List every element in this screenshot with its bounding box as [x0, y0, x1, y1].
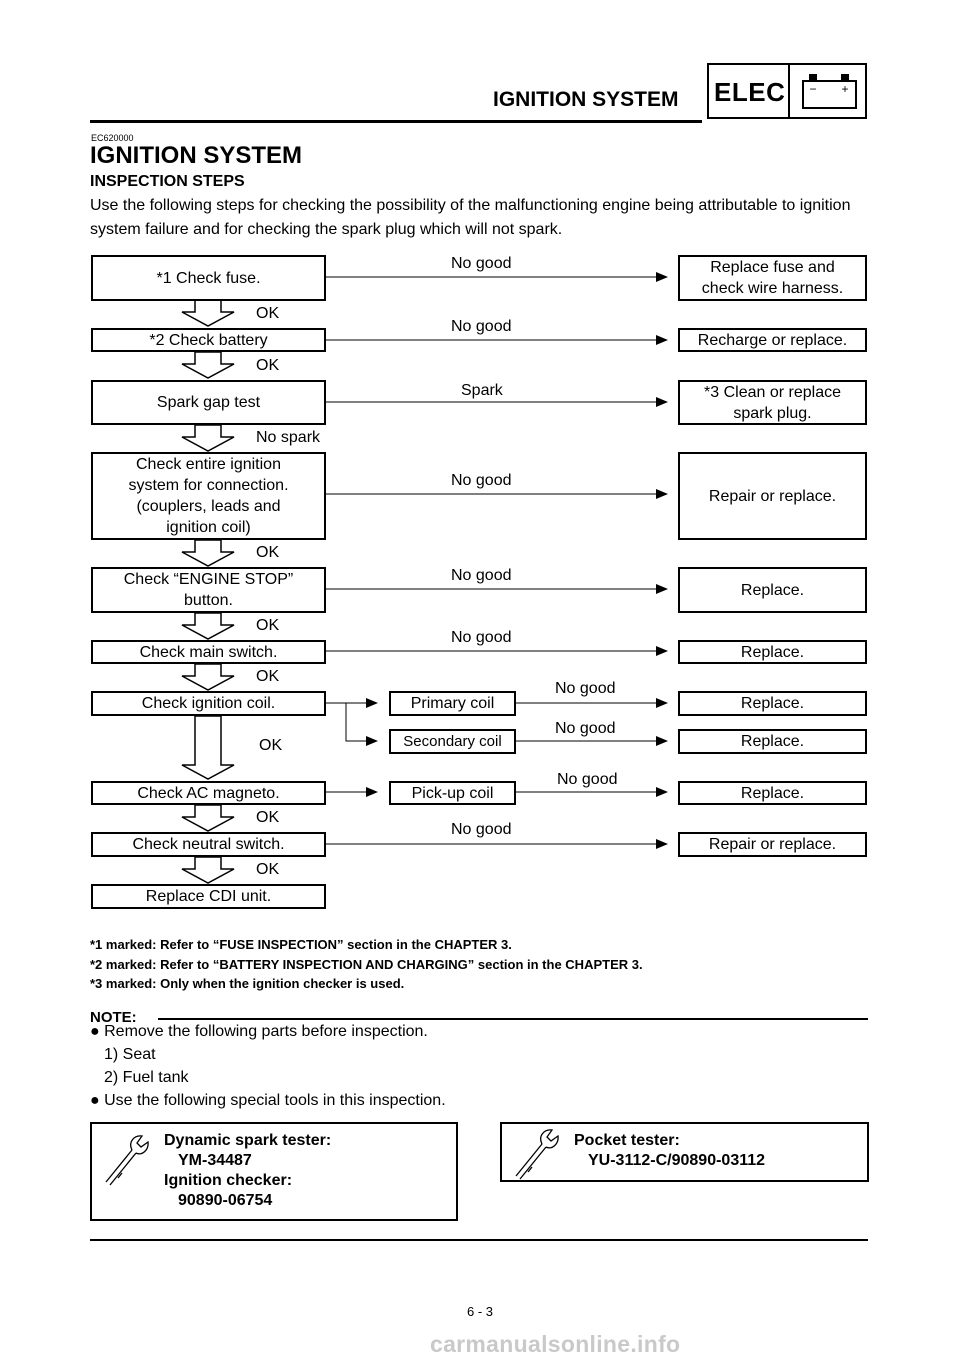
footnote-1: *1 marked: Refer to “FUSE INSPECTION” se… — [90, 937, 512, 952]
mid-secondary-coil: Secondary coil — [389, 729, 516, 754]
elec-label: ELEC — [714, 77, 786, 107]
ok-label: OK — [256, 861, 280, 878]
page-title: IGNITION SYSTEM — [90, 142, 303, 169]
step-check-ac-magneto: Check AC magneto. — [91, 781, 326, 805]
result-clean-spark-plug: *3 Clean or replace spark plug. — [678, 380, 867, 425]
result-repair-connection: Repair or replace. — [678, 452, 867, 540]
result-replace-fuse: Replace fuse and check wire harness. — [678, 255, 867, 301]
note-bullet-1-text: Remove the following parts before inspec… — [104, 1023, 428, 1040]
bullet-icon: ● — [90, 1023, 100, 1040]
intro-paragraph: Use the following steps for checking the… — [90, 197, 851, 238]
watermark: carmanualsonline.info — [430, 1331, 681, 1357]
note-bullet-1: ● Remove the following parts before insp… — [90, 1023, 428, 1041]
result-replace-secondary: Replace. — [678, 729, 867, 754]
result-replace-button: Replace. — [678, 567, 867, 613]
footnote-2: *2 marked: Refer to “BATTERY INSPECTION … — [90, 957, 643, 972]
note-bullet-2: ● Use the following special tools in thi… — [90, 1092, 446, 1110]
tool-name-spark-tester: Dynamic spark tester: — [164, 1132, 332, 1149]
branch-label: No good — [451, 821, 512, 838]
flowchart-connectors — [181, 272, 668, 884]
ok-label: OK — [256, 305, 280, 322]
header-title: IGNITION SYSTEM — [493, 88, 679, 111]
step-replace-cdi-unit: Replace CDI unit. — [91, 884, 326, 909]
branch-label: No good — [557, 771, 618, 788]
result-recharge: Recharge or replace. — [678, 328, 867, 352]
result-replace-magneto: Replace. — [678, 781, 867, 805]
bullet-icon: ● — [90, 1092, 100, 1109]
step-spark-gap-test: Spark gap test — [91, 380, 326, 425]
section-code: EC620000 — [91, 133, 134, 143]
branch-label: No good — [451, 255, 512, 272]
result-repair-neutral: Repair or replace. — [678, 832, 867, 857]
step-check-battery: *2 Check battery — [91, 328, 326, 352]
step-check-ignition-coil: Check ignition coil. — [91, 691, 326, 716]
page-number: 6 - 3 — [466, 1304, 493, 1319]
note-item-seat: 1) Seat — [104, 1046, 156, 1063]
tool-name-pocket-tester: Pocket tester: — [574, 1132, 680, 1149]
note-rule — [158, 1018, 868, 1020]
section-subtitle: INSPECTION STEPS — [90, 173, 245, 190]
note-bullet-2-text: Use the following special tools in this … — [104, 1092, 446, 1109]
branch-label: No good — [555, 720, 616, 737]
step-check-neutral-switch: Check neutral switch. — [91, 832, 326, 857]
footnote-3: *3 marked: Only when the ignition checke… — [90, 976, 405, 991]
battery-icon: − + — [802, 74, 857, 109]
bottom-rule — [90, 1239, 868, 1241]
battery-minus: − — [809, 82, 816, 96]
step-check-ignition-system: Check entire ignition system for connect… — [91, 452, 326, 540]
mid-pickup-coil: Pick-up coil — [389, 781, 516, 805]
note-label: NOTE: — [90, 1009, 137, 1026]
branch-label: No good — [451, 629, 512, 646]
branch-label: No good — [555, 680, 616, 697]
tool-part-pocket-tester: YU-3112-C/90890-03112 — [588, 1152, 766, 1169]
result-replace-main-switch: Replace. — [678, 640, 867, 664]
step-check-main-switch: Check main switch. — [91, 640, 326, 664]
elec-badge — [707, 63, 867, 119]
ok-label: OK — [256, 357, 280, 374]
result-replace-primary: Replace. — [678, 691, 867, 716]
branch-label: No good — [451, 472, 512, 489]
no-spark-label: No spark — [256, 429, 321, 446]
elec-divider — [788, 63, 790, 119]
tool-name-ignition-checker: Ignition checker: — [164, 1172, 293, 1189]
step-check-engine-stop: Check “ENGINE STOP” button. — [91, 567, 326, 613]
tool-part-spark-tester: YM-34487 — [178, 1152, 252, 1169]
mid-primary-coil: Primary coil — [389, 691, 516, 716]
branch-label-spark: Spark — [461, 382, 503, 399]
ok-label: OK — [256, 809, 280, 826]
branch-label: No good — [451, 567, 512, 584]
ok-label: OK — [256, 544, 280, 561]
note-item-fuel-tank: 2) Fuel tank — [104, 1069, 189, 1086]
tool-part-ignition-checker: 90890-06754 — [178, 1192, 273, 1209]
ok-label: OK — [256, 617, 280, 634]
header-rule — [90, 120, 702, 123]
branch-label: No good — [451, 318, 512, 335]
ok-label: OK — [256, 668, 280, 685]
wrench-icon — [105, 1135, 149, 1186]
wrench-icon — [515, 1129, 559, 1180]
tool-box-spark-tester: Dynamic spark tester: YM-34487 Ignition … — [90, 1122, 458, 1221]
ok-label: OK — [259, 737, 283, 754]
battery-plus: + — [841, 82, 848, 96]
step-check-fuse: *1 Check fuse. — [91, 255, 326, 301]
tool-box-pocket-tester: Pocket tester: YU-3112-C/90890-03112 — [500, 1122, 869, 1182]
